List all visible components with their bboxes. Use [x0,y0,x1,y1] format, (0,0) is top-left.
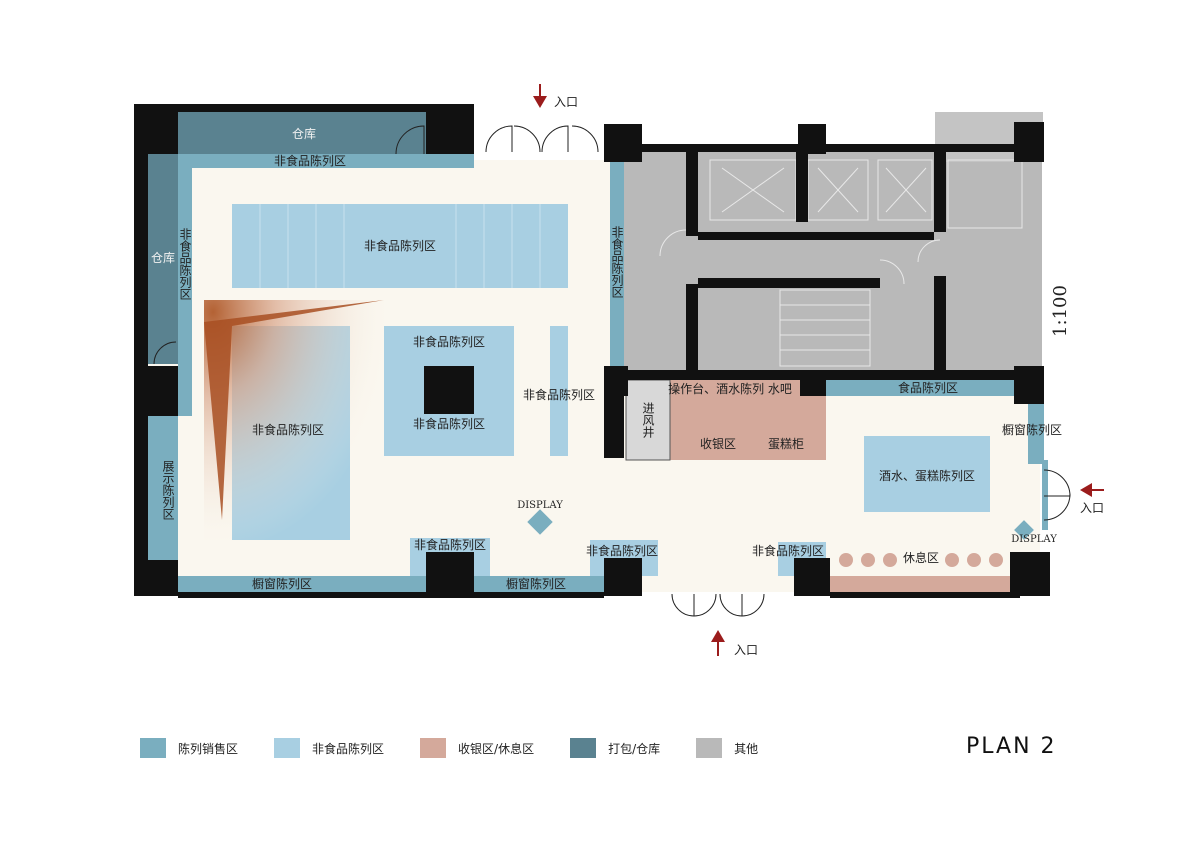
legend-label: 陈列销售区 [178,741,239,756]
label-exhibit: 展示陈列区 [161,460,175,520]
legend: 陈列销售区 非食品陈列区 收银区/休息区 打包/仓库 其他 [140,736,794,760]
display-diamond-2 [1014,520,1034,540]
air-shaft [625,379,671,461]
label-scale: 1:100 [1050,285,1071,337]
door-top[interactable] [485,125,602,153]
zone-rest-strip [830,576,1010,592]
legend-swatch [274,738,301,758]
label-window-bottom-1: 橱窗陈列区 [252,576,312,591]
label-nonfood-left-strip: 非食品陈列区 [178,228,192,300]
entrance-arrow-top [533,84,547,108]
zone-window-bottom-1 [178,576,430,592]
label-nonfood-left-block: 非食品陈列区 [252,422,324,437]
spotlight-wedge [204,300,384,520]
label-air-shaft: 进风井 [641,402,655,439]
label-storage-left: 仓库 [151,250,175,265]
zone-nonfood-top-strip [178,154,474,168]
label-food-display: 食品陈列区 [898,380,958,395]
shelf-lines-top [259,204,541,288]
zone-food-display [826,380,1016,396]
legend-swatch [696,738,723,758]
legend-label: 其他 [734,741,759,756]
legend-item-display-sales: 陈列销售区 [140,738,238,758]
label-display-2: DISPLAY [1011,534,1057,545]
zone-window-right [1028,402,1044,464]
legend-label: 打包/仓库 [608,741,661,756]
plan-title: PLAN 2 [966,734,1057,759]
label-nonfood-top-strip: 非食品陈列区 [274,153,346,168]
zone-nonfood-right-center [550,326,568,456]
label-entrance-right: 入口 [1080,501,1104,515]
label-workbench: 操作台、酒水陈列 水吧 [668,381,792,396]
label-nonfood-bottom-3: 非食品陈列区 [752,543,824,558]
label-nonfood-center-top: 非食品陈列区 [413,334,485,349]
label-cashier: 收银区 [700,437,736,451]
zone-nonfood-left-strip [178,168,192,416]
label-storage-top: 仓库 [292,126,316,141]
zone-window-bottom-2 [474,576,604,592]
label-rest-area: 休息区 [903,550,939,565]
zone-exhibit [148,416,178,560]
label-nonfood-bottom-1: 非食品陈列区 [414,537,486,552]
walls [134,104,1050,598]
zone-right-wall-strip [1042,460,1048,530]
label-wine-cake: 酒水、蛋糕陈列区 [879,468,975,483]
door-storage[interactable] [153,125,425,365]
storage-top [178,112,430,154]
legend-label: 收银区/休息区 [458,741,535,756]
label-cake-cabinet: 蛋糕柜 [768,437,804,451]
rest-seats [839,553,1003,567]
legend-item-storage: 打包/仓库 [570,738,660,758]
storage-left [148,154,178,364]
label-window-right: 橱窗陈列区 [1002,422,1062,437]
spotlight [204,300,384,540]
label-entrance-bottom: 入口 [734,643,758,657]
zone-wine-cake [864,436,990,512]
label-nonfood-top-block: 非食品陈列区 [364,238,436,253]
label-nonfood-right-center: 非食品陈列区 [523,387,595,402]
entrance-arrow-bottom [711,630,725,656]
label-nonfood-bottom-2: 非食品陈列区 [586,543,658,558]
legend-item-other: 其他 [696,738,758,758]
label-entrance-top: 入口 [554,95,578,109]
display-diamond-1 [527,509,553,535]
label-display-1: DISPLAY [517,500,563,511]
door-right[interactable] [1043,469,1071,521]
legend-swatch [420,738,447,758]
label-window-bottom-2: 橱窗陈列区 [506,576,566,591]
zone-nonfood-mid-vertical [610,160,624,370]
legend-swatch [140,738,166,758]
label-nonfood-center-bottom: 非食品陈列区 [413,416,485,431]
legend-item-non-food: 非食品陈列区 [274,738,384,758]
legend-item-cashier: 收银区/休息区 [420,738,534,758]
label-nonfood-mid-vertical: 非食品陈列区 [610,226,624,298]
legend-swatch [570,738,597,758]
entrance-arrow-right [1080,483,1104,497]
column-center [424,366,474,414]
legend-label: 非食品陈列区 [312,741,385,756]
door-bottom[interactable] [668,592,768,617]
